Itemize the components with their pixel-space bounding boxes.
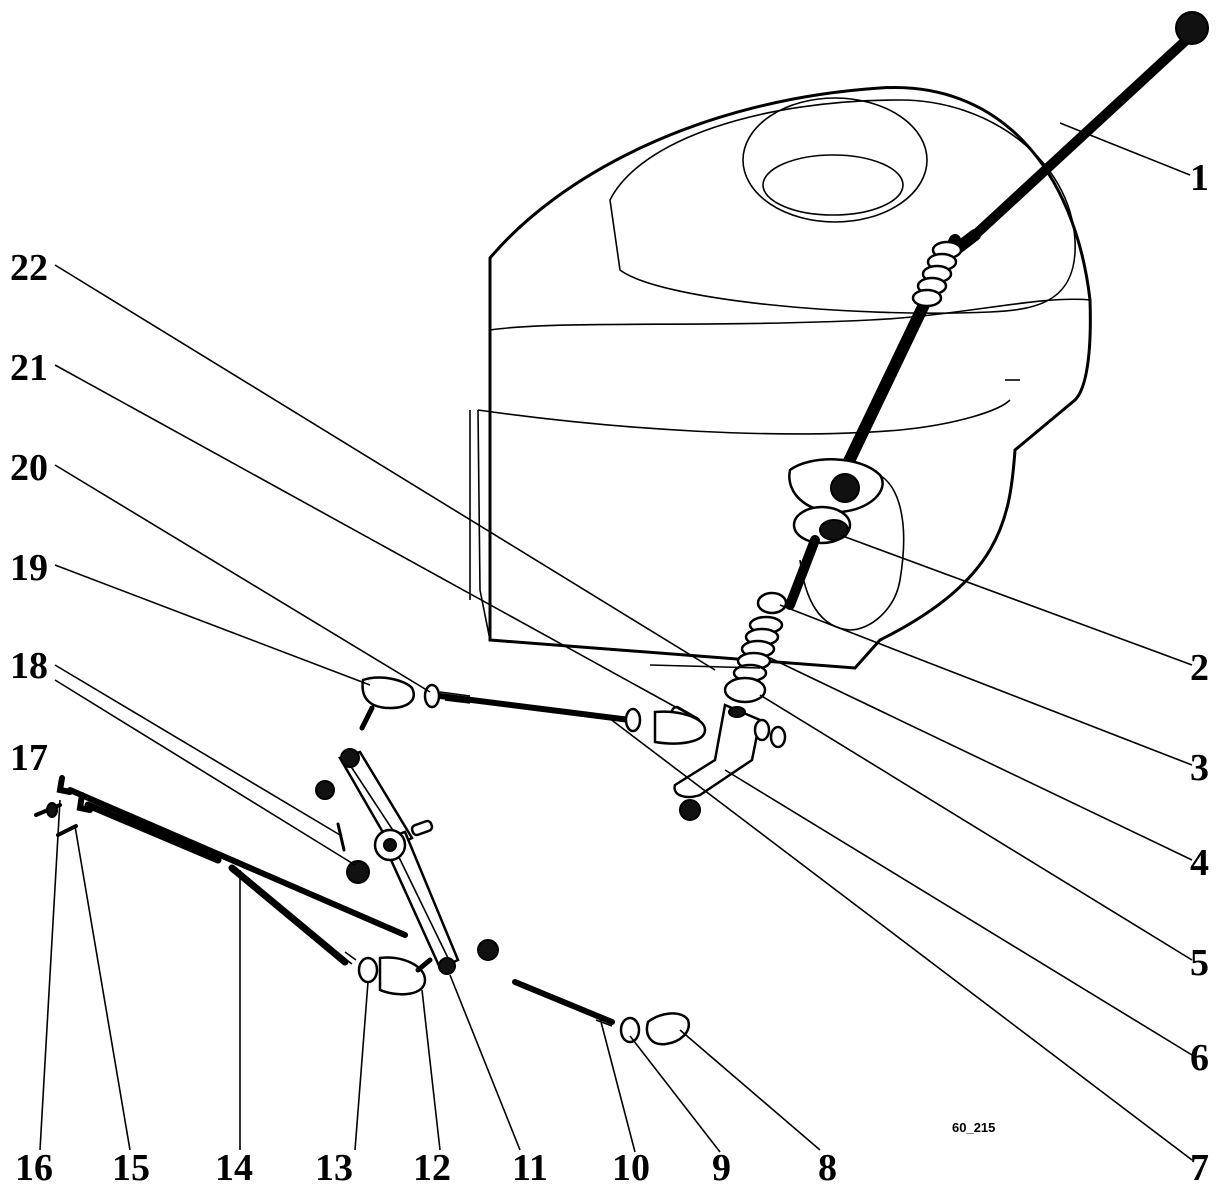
callout-14: 14	[215, 1147, 253, 1187]
callout-17: 17	[10, 737, 48, 779]
callout-3: 3	[1190, 747, 1209, 789]
callout-7: 7	[1190, 1147, 1209, 1187]
callout-11: 11	[512, 1147, 548, 1187]
leader-lines	[39, 122, 1193, 1161]
callout-13: 13	[315, 1147, 353, 1187]
figure-reference-code: 60_215	[952, 1120, 995, 1135]
callout-2: 2	[1190, 647, 1209, 689]
callout-15: 15	[112, 1147, 150, 1187]
selector-rods	[34, 775, 408, 966]
callout-10: 10	[612, 1147, 650, 1187]
callout-19: 19	[10, 547, 48, 589]
callout-20: 20	[10, 447, 48, 489]
callout-8: 8	[818, 1147, 837, 1187]
callout-9: 9	[712, 1147, 731, 1187]
callout-16: 16	[15, 1147, 53, 1187]
callout-18: 18	[10, 645, 48, 687]
callout-12: 12	[413, 1147, 451, 1187]
callout-21: 21	[10, 347, 48, 389]
callout-22: 22	[10, 247, 48, 289]
lever-ball-joint	[785, 458, 884, 610]
callout-1: 1	[1190, 157, 1209, 199]
lever-spring	[911, 240, 963, 308]
callout-4: 4	[1190, 842, 1209, 884]
adjusting-rod	[359, 676, 707, 745]
callout-6: 6	[1190, 1037, 1209, 1079]
washer-and-spring	[723, 591, 788, 704]
callout-labels: 1 2 3 4 5 6 7 8 9 10 11 12 13 14 15 16 1…	[10, 157, 1209, 1187]
fuel-tank	[469, 86, 1092, 670]
lower-rod-assembly	[477, 939, 691, 1046]
callout-5: 5	[1190, 942, 1209, 984]
lower-clevis	[357, 956, 433, 996]
relay-lever	[315, 748, 460, 975]
